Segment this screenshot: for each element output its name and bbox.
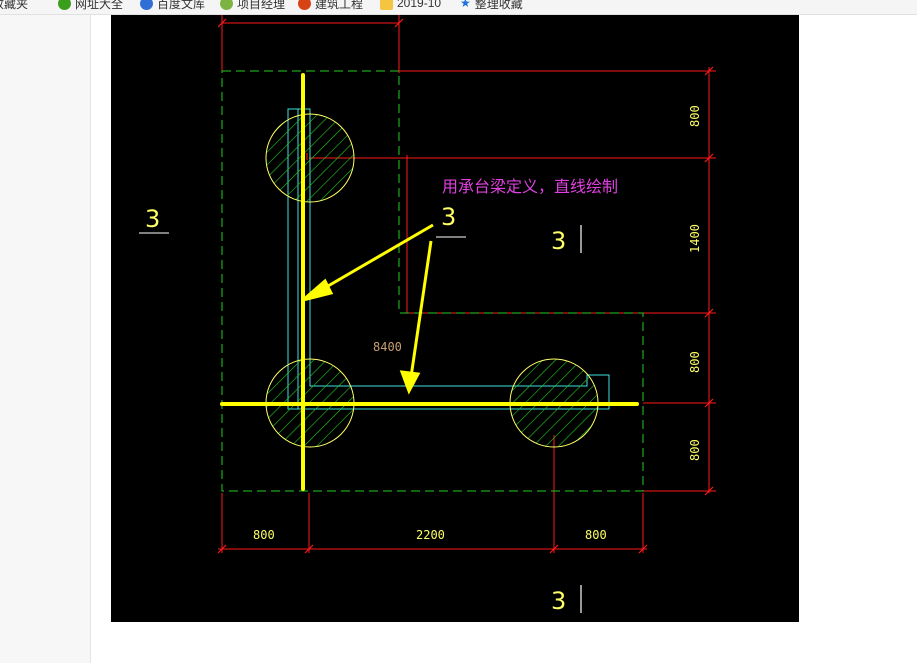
bookmark-label: 整理收藏	[474, 0, 523, 11]
section-mark-left: 3	[145, 205, 160, 233]
bookmark-label: 项目经理	[237, 0, 286, 11]
globe-icon	[58, 0, 71, 10]
folder-icon	[380, 0, 393, 10]
paw-icon	[140, 0, 153, 10]
beam-length-label: 8400	[373, 340, 402, 354]
piles	[265, 113, 599, 448]
dim-v-800-top: 800	[688, 105, 702, 127]
bookmark-url-directory[interactable]: 网址大全	[58, 0, 123, 12]
bookmark-label: 百度文库	[157, 0, 206, 11]
dimension-texts: 800 1400 800 800 800 2200 800 8400	[253, 105, 702, 542]
bookmarks-bar: 收藏夹 网址大全 百度文库 项目经理 建筑工程 2019-10 ★ 整理收藏	[0, 0, 917, 15]
section-marks: 3 3 3 3	[139, 203, 582, 615]
bookmark-construction[interactable]: 建筑工程	[298, 0, 363, 12]
dim-v-800-bottom: 800	[688, 439, 702, 461]
left-gutter	[0, 15, 91, 663]
annotation-arrows	[302, 223, 434, 395]
dim-h-800-left: 800	[253, 528, 275, 542]
bookmark-folder-2019[interactable]: 2019-10	[380, 0, 441, 12]
section-mark-right: 3	[551, 227, 566, 255]
annotation-text: 用承台梁定义，直线绘制	[442, 177, 618, 196]
bookmark-baidu-wenku[interactable]: 百度文库	[140, 0, 205, 12]
dim-v-800-mid: 800	[688, 351, 702, 373]
bookmark-label: 2019-10	[397, 0, 442, 10]
dimension-lines	[218, 15, 716, 553]
star-icon: ★	[460, 0, 471, 10]
leaf-icon	[220, 0, 233, 10]
section-mark-middle: 3	[441, 203, 456, 231]
cad-drawing-svg: 3 3 3 3 800 1400 800 800 800 2200 800 84…	[139, 15, 716, 615]
section-mark-bottom: 3	[551, 587, 566, 615]
bookmark-favorites[interactable]: 收藏夹	[0, 0, 28, 12]
dim-h-2200: 2200	[416, 528, 445, 542]
gear-icon	[298, 0, 311, 10]
dimension-ticks	[217, 18, 714, 554]
bookmark-label: 收藏夹	[0, 0, 29, 11]
pile-top-left	[265, 113, 355, 203]
bookmark-project-manager[interactable]: 项目经理	[220, 0, 285, 12]
bookmark-organize[interactable]: ★ 整理收藏	[460, 0, 523, 12]
bookmark-label: 建筑工程	[315, 0, 364, 11]
dim-h-800-right: 800	[585, 528, 607, 542]
beam-highlight-lines	[220, 73, 639, 491]
dim-v-1400: 1400	[688, 224, 702, 253]
bookmark-label: 网址大全	[75, 0, 124, 11]
cad-drawing-image: 3 3 3 3 800 1400 800 800 800 2200 800 84…	[111, 15, 799, 622]
pile-cap-outline	[221, 70, 644, 492]
